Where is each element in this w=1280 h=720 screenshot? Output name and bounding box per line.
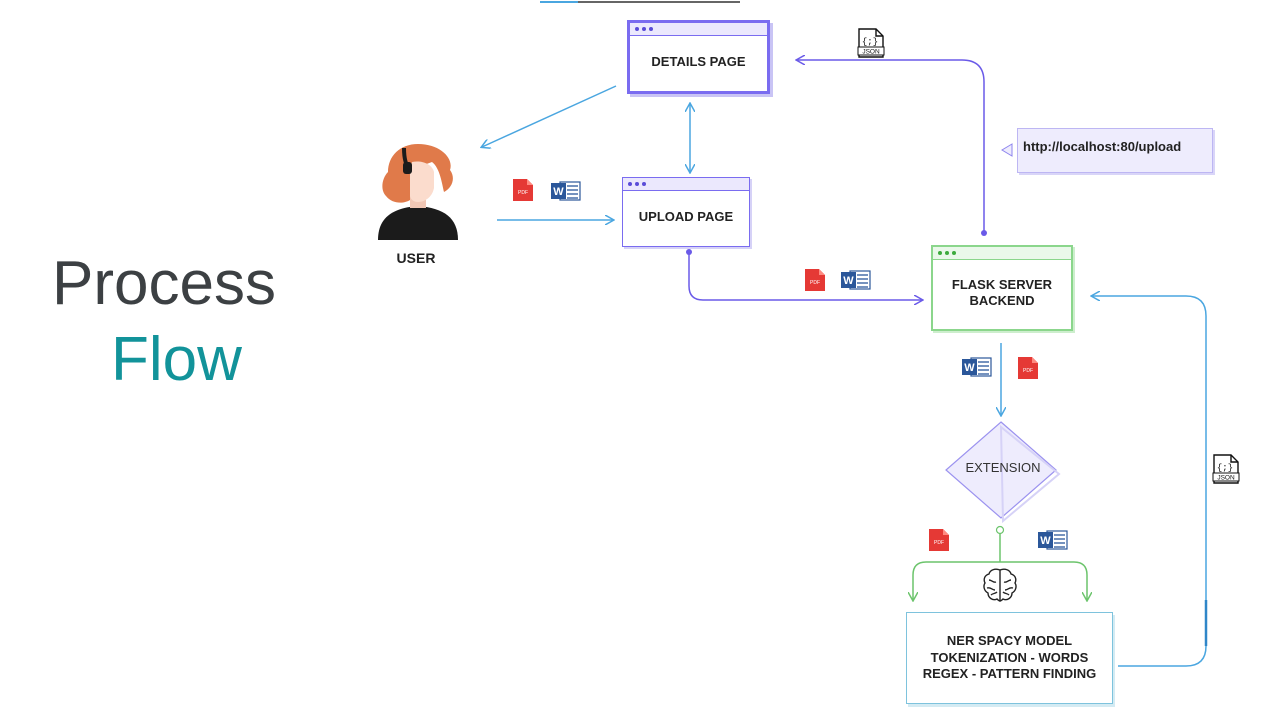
url-pointer [1001,143,1013,157]
word-icon: W [841,270,871,290]
pdf-icon: PDF [929,529,949,551]
pdf-icon: PDF [513,179,533,201]
flask-server-node: FLASK SERVER BACKEND [931,245,1073,331]
arrow-flask-to-details [797,60,985,233]
flask-line2: BACKEND [969,293,1035,308]
upload-page-label: UPLOAD PAGE [638,208,734,224]
model-line2: TOKENIZATION - WORDS [930,649,1089,665]
window-bar [933,247,1071,260]
svg-text:PDF: PDF [518,190,528,196]
word-icon: W [1038,530,1068,550]
arrow-extension-left [913,561,1000,600]
word-icon: W [962,357,992,377]
svg-text:W: W [964,362,975,374]
svg-text:PDF: PDF [934,540,944,546]
window-bar [630,23,767,36]
svg-text:PDF: PDF [1023,368,1033,374]
model-line3: REGEX - PATTERN FINDING [922,666,1097,682]
flask-line1: FLASK SERVER [951,276,1053,292]
details-page-label: DETAILS PAGE [651,53,746,69]
json-file-icon: {;} JSON [1212,454,1240,484]
svg-text:W: W [1040,535,1051,547]
url-callout: http://localhost:80/upload [1017,128,1213,173]
arrow-model-to-flask [1092,296,1207,667]
extension-label: EXTENSION [965,460,1041,475]
user-label: USER [396,250,436,266]
svg-text:{;}: {;} [1217,463,1233,473]
svg-text:W: W [843,275,854,287]
pdf-icon: PDF [805,269,825,291]
details-page-node: DETAILS PAGE [627,20,770,94]
svg-text:W: W [553,186,564,198]
page-title-line2: Flow [111,325,242,394]
svg-text:PDF: PDF [810,280,820,286]
svg-text:JSON: JSON [1217,475,1235,482]
svg-text:JSON: JSON [862,49,880,56]
word-icon: W [551,181,581,201]
svg-text:{;}: {;} [862,37,878,47]
window-bar [623,178,749,191]
arrow-extension-right [1000,561,1087,600]
arrow-details-to-user [482,85,617,147]
brain-icon [983,568,1017,602]
upload-page-node: UPLOAD PAGE [622,177,750,247]
ner-model-node: NER SPACY MODEL TOKENIZATION - WORDS REG… [906,612,1113,704]
user-avatar [378,144,458,240]
json-file-icon: {;} JSON [857,28,885,58]
model-line1: NER SPACY MODEL [946,632,1073,648]
pdf-icon: PDF [1018,357,1038,379]
url-text: http://localhost:80/upload [1023,139,1182,154]
arrow-upload-to-flask [688,252,922,300]
flask-server-label: FLASK SERVER BACKEND [952,277,1052,310]
page-title-line1: Process [52,249,276,318]
